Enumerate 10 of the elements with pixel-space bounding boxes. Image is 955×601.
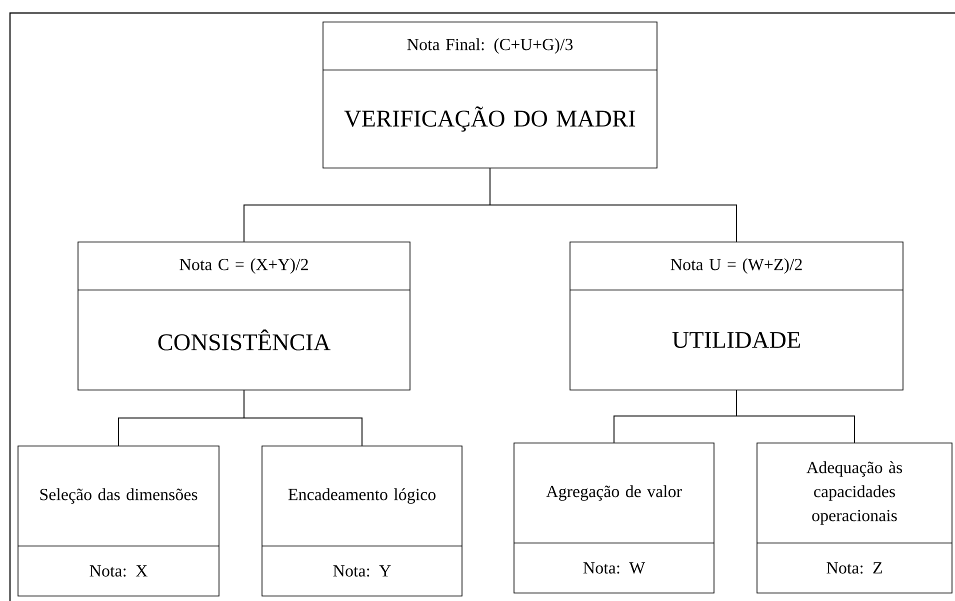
box: Encadeamento lógico Nota: Y [262, 446, 462, 596]
connector-line [736, 390, 855, 444]
box: Agregação de valor Nota: W [514, 442, 714, 594]
box: Nota C = (X+Y)/2 CONSISTÊNCIA [78, 242, 410, 390]
box: Adequação às capacidades operacionais Nota: Z [756, 442, 952, 594]
box: Seleção das dimensões Nota: X [18, 446, 220, 596]
connector-line [490, 168, 737, 242]
box: Nota Final: (C+U+G)/3 VERIFICAÇÃO DO MADRI [322, 22, 658, 168]
box: Nota U = (W+Z)/2 UTILIDADE [570, 242, 904, 390]
connector-line [244, 390, 362, 446]
